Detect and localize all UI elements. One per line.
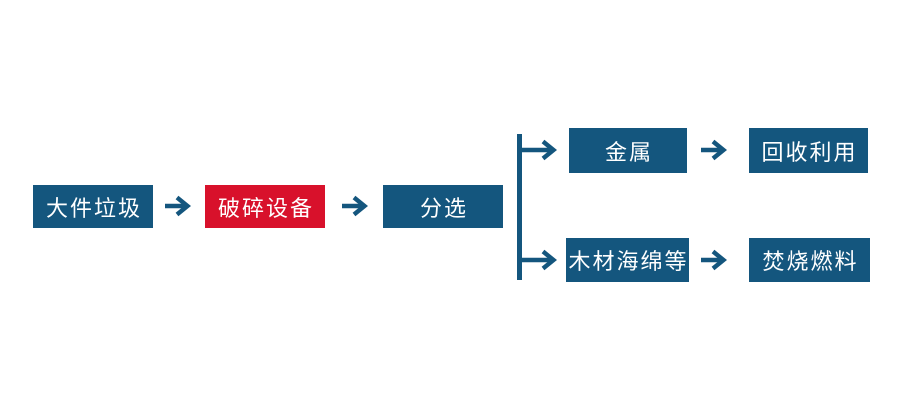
arrow-right-icon: [701, 139, 727, 161]
node-crushing-equipment: 破碎设备: [205, 185, 325, 228]
arrow-right-icon: [165, 195, 191, 217]
arrow-right-icon: [342, 195, 368, 217]
branch-arrow-top-icon: [519, 139, 557, 161]
node-metal: 金属: [569, 128, 687, 173]
arrow-right-icon: [701, 249, 727, 271]
branch-arrow-bottom-icon: [519, 249, 557, 271]
branch-vertical-line: [517, 134, 522, 280]
node-recycling: 回收利用: [749, 128, 868, 173]
node-wood-sponge-etc: 木材海绵等: [566, 238, 689, 282]
node-sorting: 分选: [383, 185, 503, 228]
node-incineration-fuel: 焚烧燃料: [749, 238, 870, 282]
node-bulky-waste: 大件垃圾: [33, 185, 153, 228]
